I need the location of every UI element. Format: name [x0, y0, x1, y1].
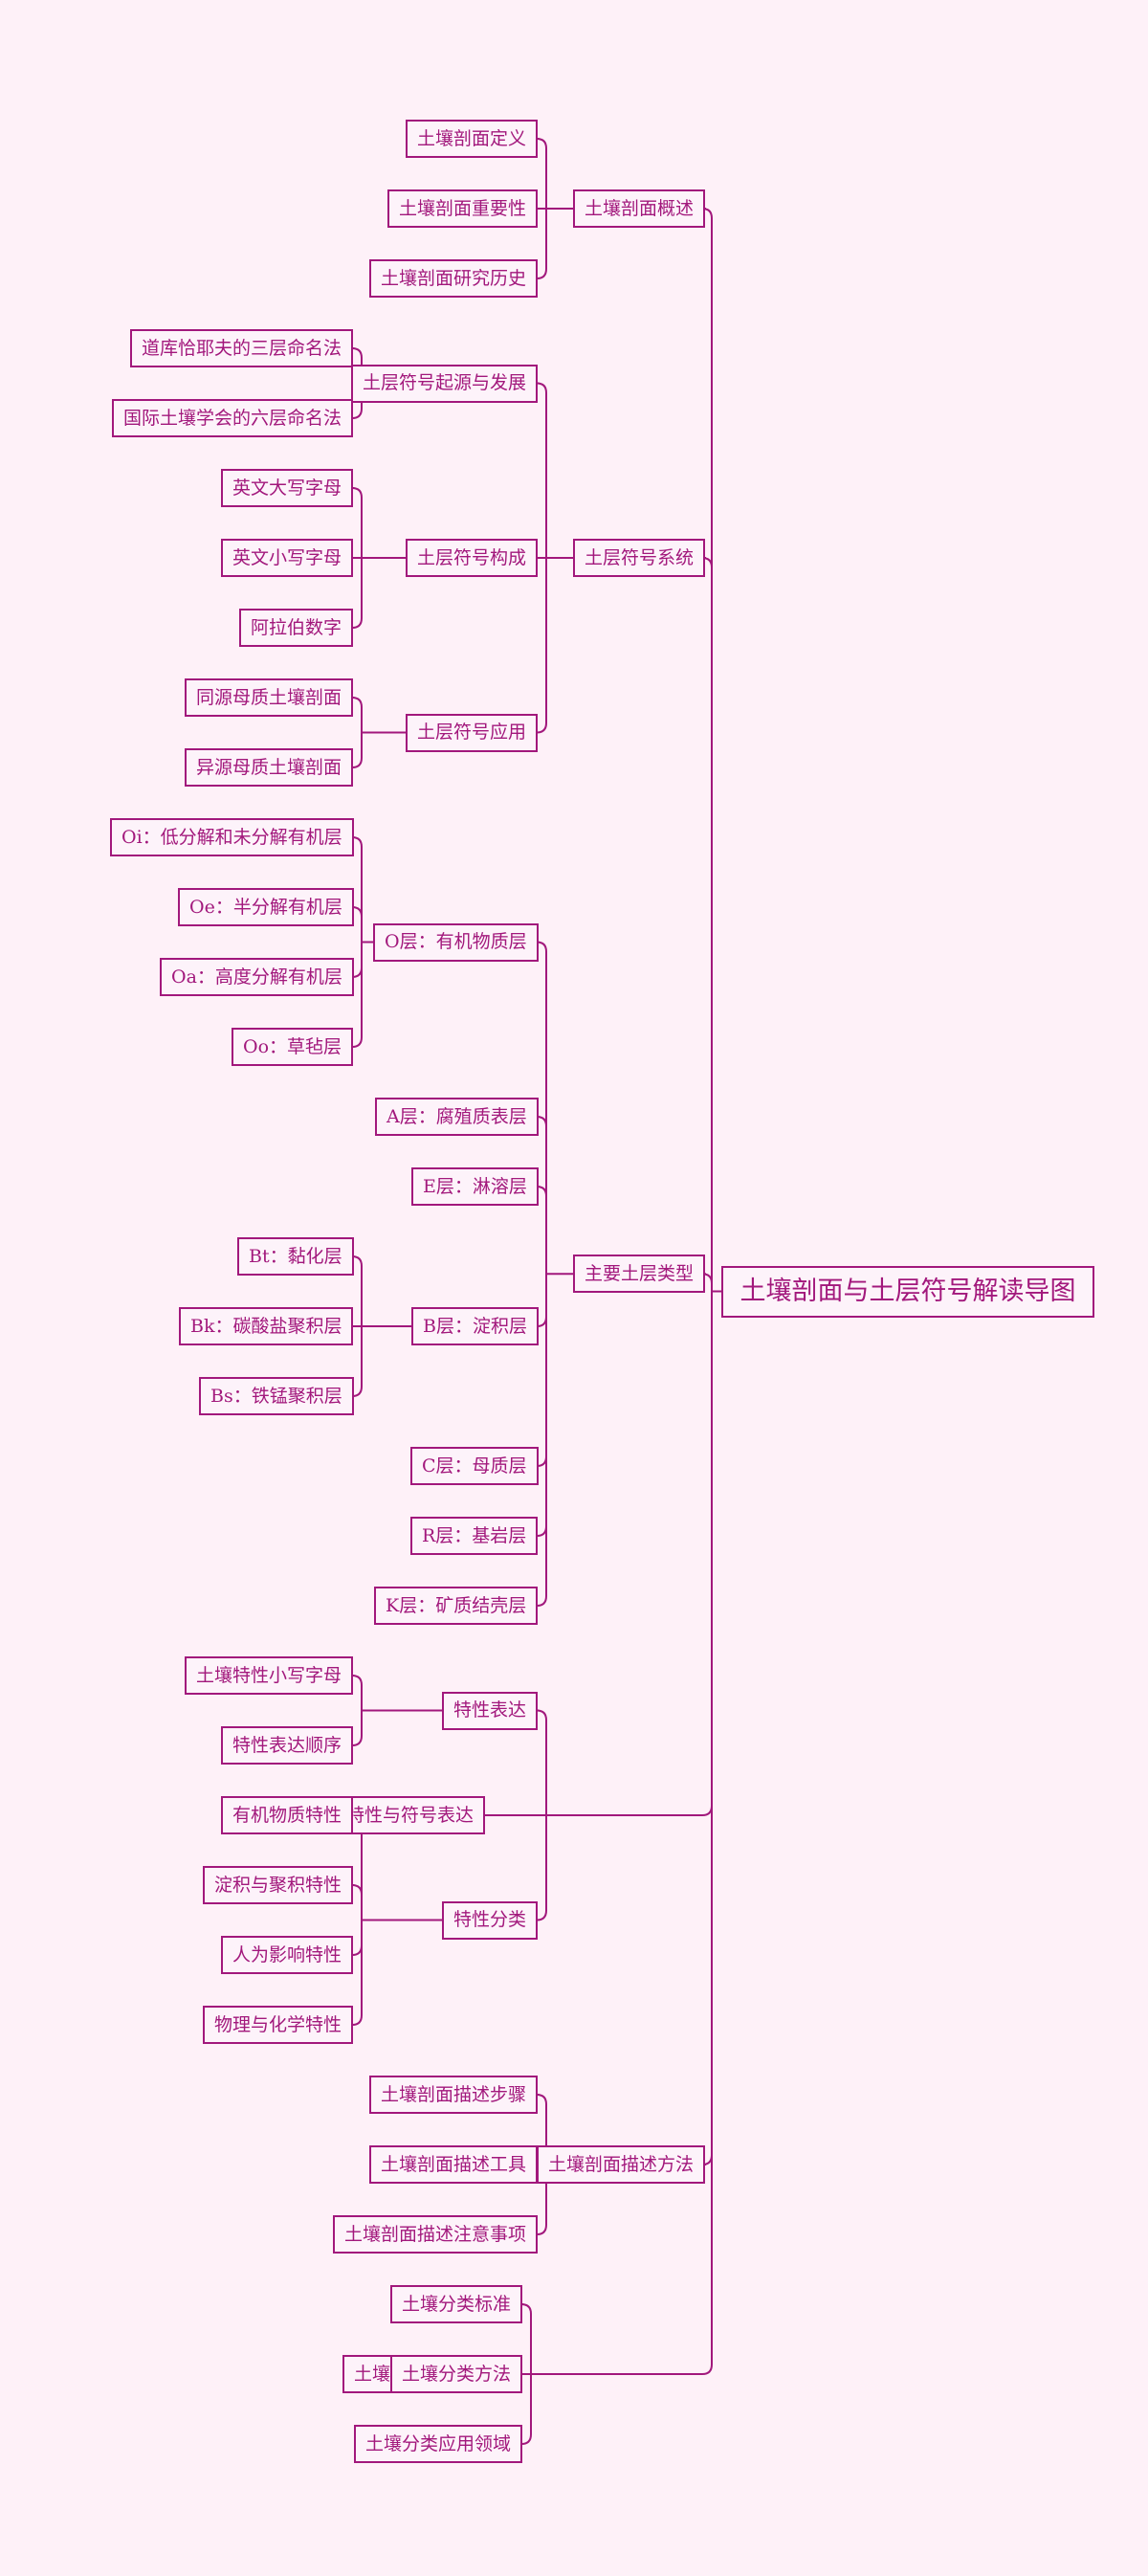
topic-node-b1-2[interactable]: 土层符号应用: [406, 713, 539, 752]
topic-node-b2-3-2[interactable]: Bs：铁锰聚积层: [199, 1377, 354, 1415]
topic-node-b1-0-1[interactable]: 国际土壤学会的六层命名法: [112, 399, 354, 437]
connector-line: [351, 1814, 442, 2026]
topic-node-b2-1[interactable]: A层：腐殖质表层: [375, 1098, 539, 1136]
topic-node-b2-5[interactable]: R层：基岩层: [410, 1517, 539, 1555]
topic-node-b2-6[interactable]: K层：矿质结壳层: [374, 1587, 539, 1625]
topic-node-b2-0-1[interactable]: Oe：半分解有机层: [178, 888, 354, 926]
connector-line: [351, 697, 406, 768]
connector-line: [351, 1255, 411, 1397]
topic-node-b2-0[interactable]: O层：有机物质层: [373, 922, 539, 962]
topic-node-b1-1-2[interactable]: 阿拉伯数字: [239, 609, 354, 647]
topic-node-b3-1-2[interactable]: 人为影响特性: [221, 1936, 354, 1974]
topic-node-b4-1[interactable]: 土壤剖面描述工具: [369, 2145, 539, 2184]
topic-node-b0[interactable]: 土壤剖面概述: [573, 189, 706, 228]
topic-node-b2-0-0[interactable]: Oi：低分解和未分解有机层: [110, 818, 354, 856]
topic-node-b1-1-1[interactable]: 英文小写字母: [221, 539, 354, 577]
topic-node-b0-1[interactable]: 土壤剖面重要性: [387, 189, 539, 228]
topic-node-b0-2[interactable]: 土壤剖面研究历史: [369, 259, 539, 298]
topic-node-b5-0[interactable]: 土壤分类标准: [390, 2285, 523, 2323]
topic-node-b3-0-1[interactable]: 特性表达顺序: [221, 1726, 354, 1765]
topic-node-b2-2[interactable]: E层：淋溶层: [411, 1167, 539, 1206]
topic-node-b1-0[interactable]: 土层符号起源与发展: [351, 364, 539, 403]
topic-node-b2-4[interactable]: C层：母质层: [410, 1447, 539, 1485]
topic-node-b1-1[interactable]: 土层符号构成: [406, 539, 539, 577]
connector-line: [536, 138, 573, 279]
topic-node-b1-0-0[interactable]: 道库恰耶夫的三层命名法: [130, 329, 354, 367]
topic-node-b4-0[interactable]: 土壤剖面描述步骤: [369, 2076, 539, 2114]
connector-line: [351, 1675, 442, 1746]
topic-node-b3-1-0[interactable]: 有机物质特性: [221, 1796, 354, 1834]
topic-node-b3-1-1[interactable]: 淀积与聚积特性: [203, 1866, 354, 1904]
topic-node-b4-2[interactable]: 土壤剖面描述注意事项: [333, 2215, 539, 2254]
connector-line: [486, 208, 721, 2375]
topic-node-b3-1-3[interactable]: 物理与化学特性: [203, 2006, 354, 2044]
connector-line: [536, 382, 573, 734]
topic-node-b3-0-0[interactable]: 土壤特性小写字母: [185, 1656, 354, 1695]
root-node[interactable]: 土壤剖面与土层符号解读导图: [721, 1265, 1094, 1318]
topic-node-b3-1[interactable]: 特性分类: [442, 1900, 539, 1940]
topic-node-b3-0[interactable]: 特性表达: [442, 1691, 539, 1730]
connector-line: [351, 836, 373, 1048]
topic-node-b1[interactable]: 土层符号系统: [573, 539, 706, 577]
connector-line: [536, 941, 573, 1607]
connector-line: [351, 487, 406, 629]
topic-node-b2-0-2[interactable]: Oa：高度分解有机层: [160, 958, 354, 996]
topic-node-b4[interactable]: 土壤剖面描述方法: [537, 2145, 706, 2184]
topic-node-b1-2-0[interactable]: 同源母质土壤剖面: [185, 678, 354, 717]
topic-node-b5-2[interactable]: 土壤分类应用领域: [354, 2425, 523, 2463]
topic-node-b0-0[interactable]: 土壤剖面定义: [406, 120, 539, 158]
topic-node-b1-1-0[interactable]: 英文大写字母: [221, 469, 354, 507]
topic-node-b2-3[interactable]: B层：淀积层: [411, 1307, 539, 1345]
topic-node-b2-3-1[interactable]: Bk：碳酸盐聚积层: [179, 1307, 354, 1345]
topic-node-b2-3-0[interactable]: Bt：黏化层: [237, 1237, 354, 1276]
topic-node-b2[interactable]: 主要土层类型: [573, 1255, 706, 1294]
topic-node-b2-0-3[interactable]: Oo：草毡层: [232, 1028, 354, 1066]
topic-node-b1-2-1[interactable]: 异源母质土壤剖面: [185, 748, 354, 787]
topic-node-b5-1[interactable]: 土壤分类方法: [390, 2355, 523, 2393]
